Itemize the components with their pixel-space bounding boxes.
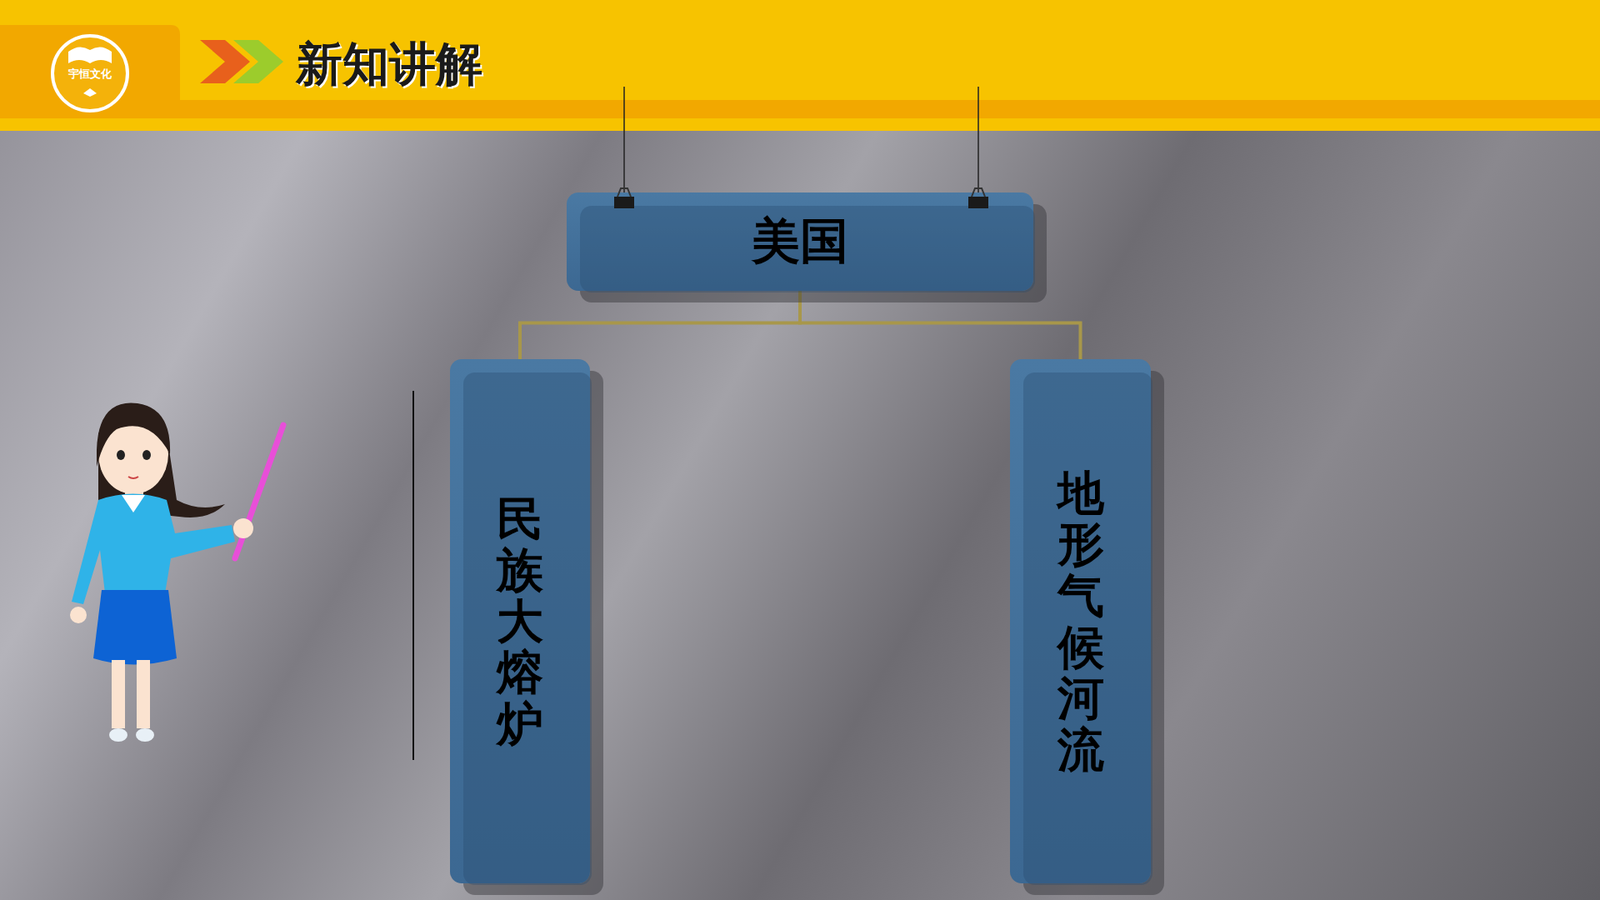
header-box: 美国 (566, 192, 1034, 291)
column-box: 民族大熔炉 (450, 359, 590, 884)
logo-cap (83, 88, 97, 97)
logo-text: 宇恒文化 (63, 66, 117, 82)
logo-circle (52, 35, 128, 111)
node-label: 美国 (751, 209, 849, 275)
header-stripe (0, 100, 1600, 119)
column-box: 地形气候河流 (1010, 359, 1151, 884)
logo-book (68, 46, 112, 64)
header-bar (0, 0, 1600, 131)
hanging-string (977, 86, 980, 199)
node-label: 地形气候河流 (1057, 467, 1105, 776)
hanging-string (623, 86, 625, 199)
divider-line (412, 390, 415, 760)
tree-connector (520, 290, 800, 360)
chevron (233, 40, 284, 84)
tree-connector (800, 290, 1081, 360)
teacher-figure (70, 402, 284, 742)
node-label: 民族大熔炉 (496, 493, 544, 750)
slide-title: 新知讲解 (295, 33, 483, 97)
